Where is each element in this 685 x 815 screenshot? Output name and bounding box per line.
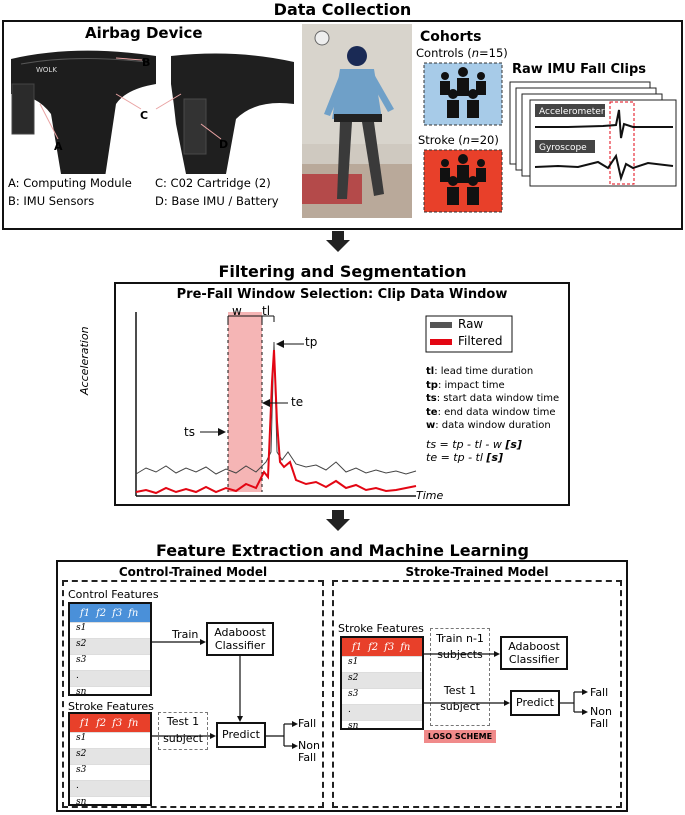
table-row: s1 <box>342 656 422 672</box>
table-row: s1 <box>70 622 150 638</box>
stroke-predict-box: Predict <box>510 690 560 716</box>
legend-b: B: IMU Sensors <box>8 194 95 208</box>
def-ts: ts: start data window time <box>426 393 560 404</box>
equation-ts: ts = tp - tl - w [s] <box>426 437 522 451</box>
control-model-panel <box>62 580 324 808</box>
control-stroke-features-label: Stroke Features <box>68 700 154 713</box>
marker-c: C <box>140 109 148 122</box>
control-nonfall-label: Non Fall <box>298 739 320 764</box>
def-tp: tp: impact time <box>426 379 505 391</box>
stroke-test-label: Test 1 <box>443 684 477 697</box>
equation-te: te = tp - tl [s] <box>426 451 504 464</box>
def-w: w: data window duration <box>426 420 551 431</box>
flow-arrow-1-head <box>326 240 350 252</box>
w-label: w <box>232 304 242 318</box>
definitions-list: tl: lead time duration tp: impact time t… <box>426 365 559 465</box>
legend-filtered: Filtered <box>458 334 503 348</box>
stroke-model-title: Stroke-Trained Model <box>405 565 549 579</box>
airbag-device-image: WOLK B C A D <box>11 50 294 174</box>
marker-b: B <box>142 56 150 69</box>
control-flow-lines <box>152 639 298 749</box>
control-subject-label: subject <box>163 732 203 745</box>
control-predict-box: Predict <box>216 722 266 748</box>
legend-raw: Raw <box>458 317 484 331</box>
control-test-label: Test 1 <box>166 715 200 728</box>
table-row: s3 <box>342 688 422 704</box>
table-row: . <box>70 670 150 686</box>
flow-arrow-2-head <box>326 519 350 531</box>
te-label: te <box>291 395 304 409</box>
table-row: s1 <box>70 732 150 748</box>
flow-arrow-1-stem <box>332 231 344 241</box>
filtering-panel <box>114 282 570 506</box>
tl-label: tl <box>262 304 271 318</box>
control-cohort-icon <box>423 62 503 126</box>
y-axis-label: Acceleration <box>78 326 91 395</box>
ts-label: ts <box>184 425 195 439</box>
control-model-title: Control-Trained Model <box>118 565 268 579</box>
table-row: s2 <box>70 638 150 654</box>
stroke-flow-lines <box>424 651 588 715</box>
tp-label: tp <box>305 335 318 349</box>
section-title-filtering: Filtering and Segmentation <box>218 262 467 281</box>
subject-photo <box>302 24 412 218</box>
table-row: sn <box>342 720 422 736</box>
filtered-signal-line <box>135 349 417 495</box>
table-row: s3 <box>70 764 150 780</box>
table-row: s3 <box>70 654 150 670</box>
stroke-train-label: Train n-1 <box>436 632 484 645</box>
def-tl: tl: lead time duration <box>426 366 534 377</box>
section-title-feature: Feature Extraction and Machine Learning <box>156 541 529 560</box>
gyroscope-label: Gyroscope <box>539 143 587 153</box>
airbag-title: Airbag Device <box>85 24 203 42</box>
table-row: . <box>70 780 150 796</box>
loso-scheme-badge: LOSO SCHEME <box>424 730 496 743</box>
accelerometer-label: Accelerometer <box>539 107 605 117</box>
def-te: te: end data window time <box>426 406 556 418</box>
brand-label: WOLK <box>36 66 57 74</box>
control-cohort-label: Controls (n=15) <box>416 46 508 60</box>
table-row: s2 <box>342 672 422 688</box>
legend-d: D: Base IMU / Battery <box>155 194 279 208</box>
control-features-label: Control Features <box>68 588 159 601</box>
window-plot <box>135 312 513 497</box>
section-title-data-collection: Data Collection <box>273 0 412 19</box>
table-row: s2 <box>70 748 150 764</box>
marker-a: A <box>54 140 63 153</box>
stroke-fall-label: Fall <box>590 686 609 699</box>
marker-d: D <box>219 138 228 151</box>
legend-c: C: C02 Cartridge (2) <box>155 176 271 190</box>
flow-arrow-2-stem <box>332 510 344 520</box>
stroke-model-panel <box>332 580 622 808</box>
imu-clips-graphic: Accelerometer Gyroscope <box>509 81 677 187</box>
window-title: Pre-Fall Window Selection: Clip Data Win… <box>176 287 508 302</box>
stroke-cohort-icon <box>423 149 503 213</box>
x-axis-label: Time <box>416 489 444 502</box>
table-row: sn <box>70 686 150 702</box>
feature-panel <box>56 560 628 812</box>
table-row: . <box>342 704 422 720</box>
control-classifier-box: Adaboost Classifier <box>206 622 274 656</box>
legend-a: A: Computing Module <box>8 176 132 190</box>
imu-title: Raw IMU Fall Clips <box>512 62 646 77</box>
stroke-classifier-box: Adaboost Classifier <box>500 636 568 670</box>
stroke-nonfall-label: Non Fall <box>590 705 612 730</box>
table-row: sn <box>70 796 150 812</box>
data-collection-panel <box>2 20 683 230</box>
cohorts-title: Cohorts <box>420 29 482 45</box>
control-fall-label: Fall <box>298 717 317 730</box>
stroke-cohort-label: Stroke (n=20) <box>418 133 499 147</box>
control-test-box: Test 1 subject <box>158 712 208 750</box>
stroke-features-label: Stroke Features <box>338 622 424 635</box>
control-train-label: Train <box>172 628 199 641</box>
